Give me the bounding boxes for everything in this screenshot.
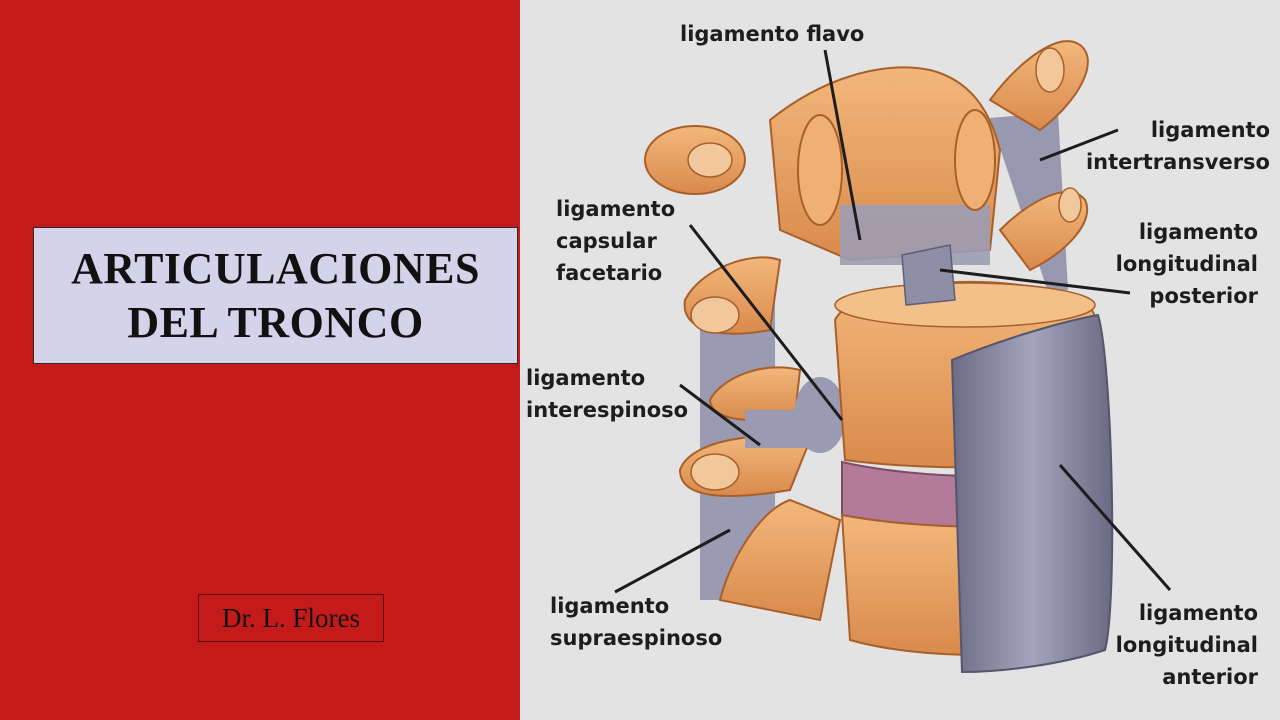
posterior-longitudinal-ligament (901, 244, 956, 306)
label-ligamento-supraespinoso: ligamento supraespinoso (550, 594, 723, 650)
process-tip-right-2 (1058, 187, 1082, 223)
leader-capsular (688, 224, 844, 421)
leader-supraespinoso (614, 528, 731, 594)
transverse-process-right-upper (988, 40, 1089, 132)
leader-lines (614, 49, 1172, 594)
label-ligamento-capsular-facetario: ligamento capsular facetario (556, 197, 676, 285)
spine-ligament-illustration: ligamento flavo ligamento intertransvers… (520, 0, 1280, 720)
facet-joint-left (797, 114, 843, 226)
label-ligamento-longitudinal-posterior: ligamento longitudinal posterior (1115, 220, 1258, 308)
label-ligamento-interespinoso: ligamento interespinoso (526, 366, 689, 422)
leader-interespinoso (679, 383, 761, 447)
process-tip (687, 142, 733, 178)
vertebrae-drawing (614, 40, 1172, 674)
slide-title-line-2: DEL TRONCO (127, 297, 424, 347)
vertebral-endplate (834, 282, 1096, 328)
left-panel: ARTICULACIONES DEL TRONCO Dr. L. Flores (0, 0, 520, 720)
capsular-ligament (794, 377, 846, 453)
anterior-longitudinal-ligament (950, 313, 1114, 674)
process-tip-right (1035, 47, 1065, 93)
author-name: Dr. L. Flores (222, 602, 360, 633)
slide-title-line-1: ARTICULACIONES (71, 243, 480, 293)
lower-arch (718, 498, 842, 622)
facet-joint-right (954, 109, 996, 211)
leader-long-posterior (939, 268, 1131, 295)
leader-intertransverso (1039, 128, 1119, 162)
leader-long-anterior (1058, 464, 1172, 591)
label-ligamento-flavo: ligamento flavo (680, 22, 865, 46)
spinous-tip-3 (690, 453, 740, 491)
label-ligamento-longitudinal-anterior: ligamento longitudinal anterior (1115, 601, 1258, 689)
title-box: ARTICULACIONES DEL TRONCO (33, 227, 518, 364)
leader-flavo (823, 49, 862, 241)
label-ligamento-intertransverso: ligamento intertransverso (1085, 118, 1270, 174)
author-box: Dr. L. Flores (198, 594, 384, 642)
spinous-tip-1 (690, 296, 740, 334)
